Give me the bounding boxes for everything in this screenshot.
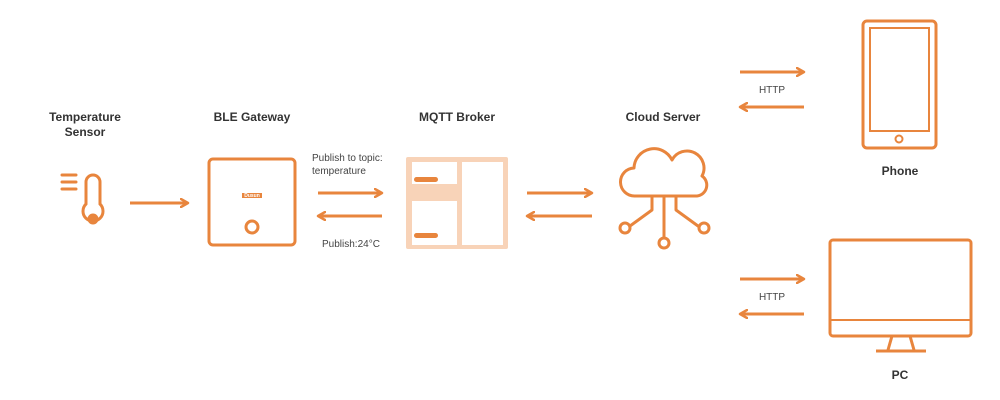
gateway-label: BLE Gateway	[213, 110, 291, 124]
pc-label: PC	[891, 368, 909, 382]
gateway-logo: Dusun	[244, 193, 260, 199]
cloud-server-icon	[618, 147, 711, 250]
sensor-label-line1: Temperature	[49, 110, 121, 124]
broker-label: MQTT Broker	[418, 110, 495, 124]
cloud-label: Cloud Server	[625, 110, 701, 124]
http-pc-label: HTTP	[758, 292, 786, 303]
ble-gateway-icon	[207, 157, 297, 247]
publish-topic-line2: temperature	[312, 166, 366, 177]
publish-topic-label: Publish to topic: temperature	[312, 152, 412, 178]
pc-monitor-icon	[828, 238, 973, 353]
mqtt-broker-icon	[406, 157, 508, 249]
publish-topic-line1: Publish to topic:	[312, 153, 383, 164]
phone-icon	[861, 19, 938, 150]
sensor-label: Temperature Sensor	[35, 110, 135, 140]
publish-value-label: Publish:24°C	[322, 239, 380, 250]
http-phone-label: HTTP	[758, 85, 786, 96]
sensor-label-line2: Sensor	[64, 125, 106, 139]
phone-label: Phone	[881, 164, 919, 178]
thermometer-icon	[60, 173, 105, 225]
